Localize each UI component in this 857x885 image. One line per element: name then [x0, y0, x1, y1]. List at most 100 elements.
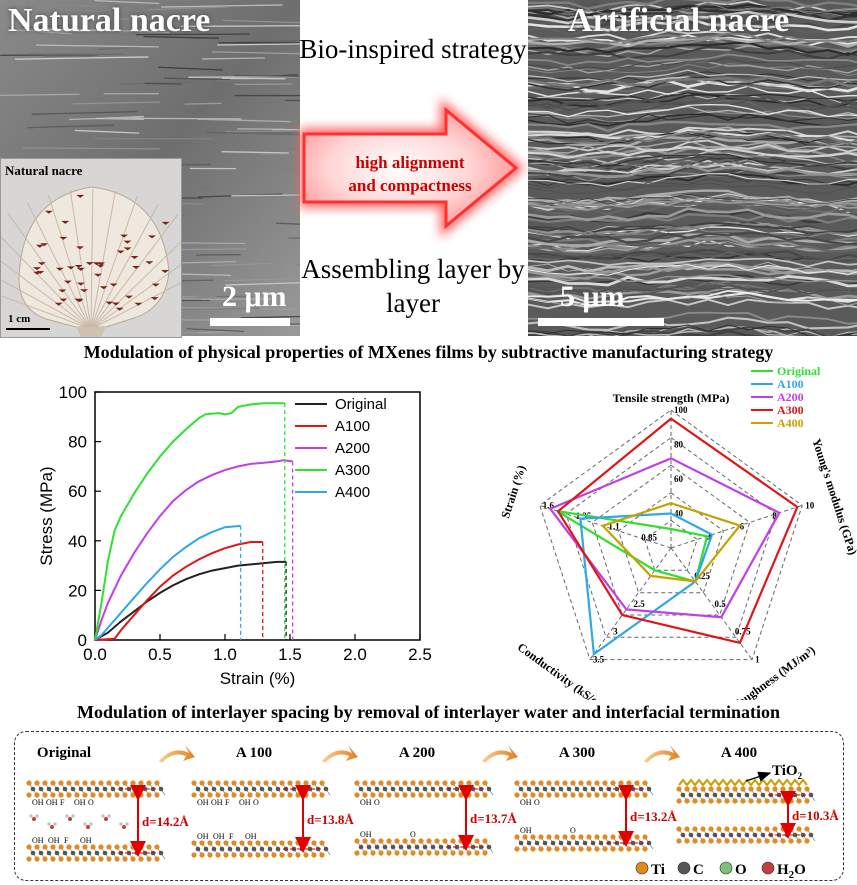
radar-legend-label: A300 — [777, 403, 804, 417]
sem-layer-line — [275, 222, 300, 225]
carbon-atom — [251, 786, 257, 792]
titanium-atom — [538, 834, 544, 840]
bio-inspired-strategy-text: Bio-inspired strategy — [299, 34, 527, 64]
sem-layer-line — [240, 315, 300, 319]
series-line-a200 — [94, 459, 293, 641]
sem-lamella-line — [528, 2, 857, 15]
titanium-atom — [724, 838, 730, 844]
carbon-atom — [438, 786, 444, 792]
titanium-atom — [247, 852, 253, 858]
titanium-atom — [756, 798, 762, 804]
carbon-atom — [534, 840, 540, 846]
titanium-atom — [50, 844, 56, 850]
carbon-atom — [486, 844, 492, 850]
titanium-atom — [354, 838, 360, 844]
sem-lamella-line — [528, 0, 857, 10]
titanium-atom — [122, 792, 128, 798]
titanium-atom — [106, 780, 112, 786]
titanium-atom — [442, 838, 448, 844]
carbon-atom — [358, 786, 364, 792]
termination-label: OH — [74, 798, 86, 807]
carbon-atom — [243, 846, 249, 852]
titanium-atom — [756, 838, 762, 844]
sem-lamella-line — [528, 231, 857, 246]
shell-mark — [33, 267, 42, 271]
series-line-original — [94, 560, 287, 641]
termination-label: O — [253, 798, 259, 807]
carbon-atom — [646, 786, 652, 792]
titanium-atom — [247, 792, 253, 798]
titanium-atom — [130, 780, 136, 786]
titanium-atom — [130, 844, 136, 850]
shell-rib — [0, 235, 92, 330]
y-axis-label: Stress (MPa) — [37, 466, 56, 565]
shell-mark — [59, 236, 68, 240]
titanium-atom — [295, 792, 301, 798]
titanium-atom — [692, 826, 698, 832]
titanium-atom — [724, 798, 730, 804]
titanium-atom — [458, 850, 464, 856]
titanium-atom — [716, 838, 722, 844]
titanium-atom — [772, 786, 778, 792]
titanium-atom — [154, 856, 160, 862]
water-h — [47, 822, 51, 826]
radar-series-a100 — [579, 512, 714, 657]
titanium-atom — [796, 838, 802, 844]
titanium-atom — [34, 792, 40, 798]
titanium-atom — [692, 786, 698, 792]
titanium-atom — [772, 838, 778, 844]
carbon-atom — [46, 786, 52, 792]
titanium-atom — [610, 780, 616, 786]
titanium-atom — [458, 792, 464, 798]
titanium-atom — [474, 838, 480, 844]
sem-lamella-line — [528, 0, 857, 11]
sem-lamella-line — [528, 37, 857, 53]
carbon-atom — [62, 850, 68, 856]
titanium-atom — [708, 798, 714, 804]
titanium-atom — [522, 792, 528, 798]
water-h — [125, 822, 129, 826]
termination-label: OH — [32, 836, 44, 845]
carbon-atom — [323, 786, 329, 792]
titanium-atom — [215, 792, 221, 798]
legend-tail: O — [794, 862, 806, 878]
carbon-atom — [728, 832, 734, 838]
titanium-atom — [554, 792, 560, 798]
titanium-atom — [764, 826, 770, 832]
titanium-atom — [354, 792, 360, 798]
carbon-atom — [712, 792, 718, 798]
sem-lamella-line — [528, 57, 857, 70]
titanium-atom — [263, 852, 269, 858]
titanium-atom — [642, 780, 648, 786]
titanium-atom — [740, 786, 746, 792]
shell-photo-inset — [0, 158, 223, 338]
mxene-bottom-layer — [514, 834, 654, 852]
titanium-atom — [692, 838, 698, 844]
carbon-atom — [542, 786, 548, 792]
shell-mark — [66, 266, 75, 270]
titanium-atom — [26, 792, 32, 798]
sem-layer-line — [20, 24, 72, 29]
carbon-atom — [406, 786, 412, 792]
titanium-atom — [610, 846, 616, 852]
carbon-atom — [526, 786, 532, 792]
titanium-atom — [255, 840, 261, 846]
radar-tick-label: 0.85 — [641, 532, 657, 542]
titanium-atom — [146, 856, 152, 862]
shell-mark — [85, 262, 94, 266]
titanium-atom — [303, 792, 309, 798]
carbon-atom — [760, 832, 766, 838]
carbon-atom — [70, 850, 76, 856]
shell-rib — [90, 203, 159, 330]
carbon-atom — [728, 792, 734, 798]
titanium-atom — [58, 780, 64, 786]
carbon-atom — [398, 844, 404, 850]
titanium-atom — [287, 780, 293, 786]
titanium-atom — [764, 838, 770, 844]
radar-chart: 406080100468100.250.50.7512.533.50.851.1… — [498, 365, 857, 700]
titanium-atom — [780, 826, 786, 832]
stage-title: Original — [37, 745, 91, 761]
titanium-atom — [626, 846, 632, 852]
carbon-atom — [736, 832, 742, 838]
radar-tick-label: 2.5 — [633, 599, 645, 609]
